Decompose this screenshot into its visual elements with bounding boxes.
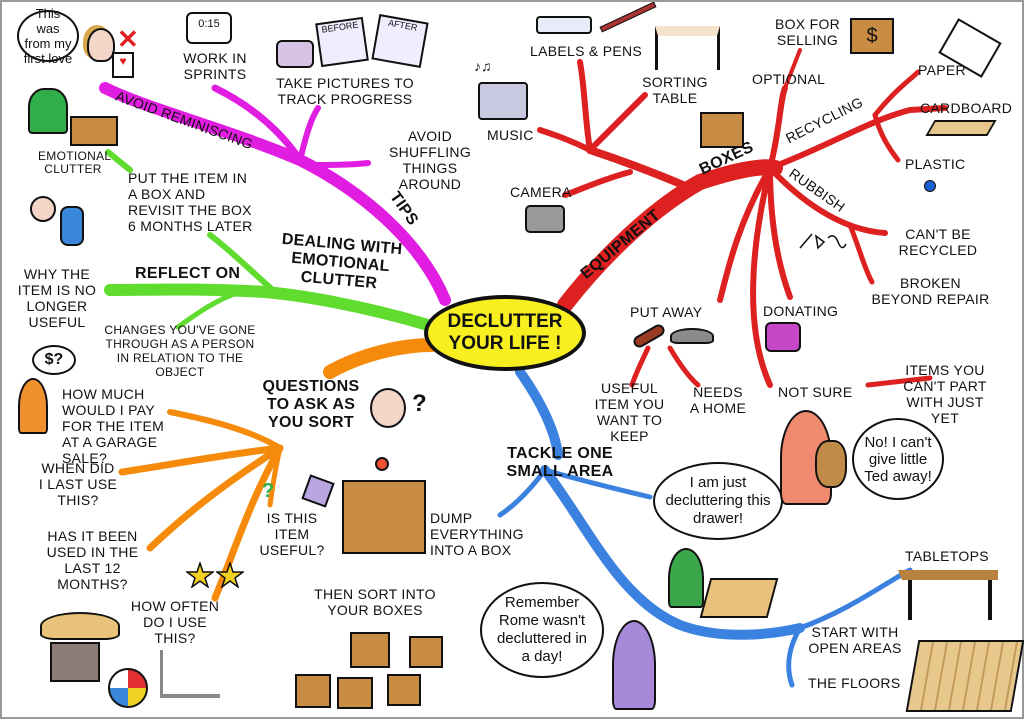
hat-icon <box>670 328 714 344</box>
camera-icon <box>276 40 314 68</box>
child-illustration <box>668 548 704 608</box>
green-question-icon: ? <box>262 480 275 502</box>
tabletop-illustration <box>898 570 998 620</box>
how-much-question: HOW MUCH WOULD I PAY FOR THE ITEM AT A G… <box>62 386 165 466</box>
person-with-box-illustration <box>28 88 68 134</box>
sorting-boxes-illustration <box>295 622 445 712</box>
music-player-icon <box>478 82 528 120</box>
center-line-2: YOUR LIFE ! <box>448 333 562 354</box>
start-open-areas-label: START WITH OPEN AREAS <box>808 624 902 656</box>
how-often-question: HOW OFTEN DO I USE THIS? <box>130 598 220 646</box>
beach-ball-icon <box>108 668 148 708</box>
man-pointing-illustration <box>612 620 656 710</box>
camera-equipment-icon <box>525 205 565 233</box>
sorting-table-label: SORTING TABLE <box>642 74 708 106</box>
camera-label: CAMERA <box>510 184 572 200</box>
optional-label: OPTIONAL <box>752 71 826 87</box>
floor-illustration <box>905 640 1024 712</box>
used-last-12-months-question: HAS IT BEEN USED IN THE LAST 12 MONTHS? <box>46 528 139 592</box>
box-for-selling-label: BOX FOR SELLING <box>774 16 841 48</box>
decluttering-drawer-bubble: I am just decluttering this drawer! <box>653 462 783 540</box>
falling-ball-icon <box>375 457 389 471</box>
cardboard-label: CARDBOARD <box>920 100 1013 116</box>
cant-be-recycled-label: CAN'T BE RECYCLED <box>898 226 978 258</box>
question-mark: ? <box>412 390 427 417</box>
why-no-longer-useful-label: WHY THE ITEM IS NO LONGER USEFUL <box>17 266 97 330</box>
drawer-icon <box>699 578 779 618</box>
tabletops-label: TABLETOPS <box>905 548 989 564</box>
needs-a-home-label: NEEDS A HOME <box>689 384 747 416</box>
emotional-branch <box>104 149 434 331</box>
plastic-icon <box>924 180 936 192</box>
avoid-shuffling-label: AVOID SHUFFLING THINGS AROUND <box>388 128 472 192</box>
cardboard-icon <box>925 120 997 136</box>
scooter-icon <box>160 650 220 698</box>
dump-box-illustration <box>342 480 426 554</box>
take-pictures-label: TAKE PICTURES TO TRACK PROGRESS <box>276 75 414 107</box>
music-label: MUSIC <box>487 127 534 143</box>
the-floors-label: THE FLOORS <box>808 675 901 691</box>
items-cant-part-label: ITEMS YOU CAN'T PART WITH JUST YET <box>903 362 987 426</box>
star-glasses-icon <box>186 562 246 588</box>
dollar-question-bubble: $? <box>32 345 76 375</box>
selling-box-icon: $ <box>850 18 894 54</box>
after-label: AFTER <box>387 17 419 33</box>
broken-beyond-repair-label: BROKEN BEYOND REPAIR <box>871 275 990 307</box>
boots-icon <box>50 642 100 682</box>
work-in-sprints-label: WORK IN SPRINTS <box>183 50 247 82</box>
tips-branch <box>99 82 451 306</box>
teddy-bear-icon <box>815 440 847 488</box>
person-writing-and-doll-illustration <box>30 196 90 252</box>
dollar-sign: $ <box>866 25 878 47</box>
red-x-icon: ✕ <box>117 24 139 54</box>
rome-speech-bubble: Remember Rome wasn't decluttered in a da… <box>480 582 604 678</box>
is-item-useful-question: IS THIS ITEM USEFUL? <box>259 510 325 558</box>
after-photo: AFTER <box>371 14 429 68</box>
tackle-branch-label: TACKLE ONE SMALL AREA <box>506 445 614 480</box>
sweater-icon <box>765 322 801 352</box>
reflect-on-label: REFLECT ON <box>135 265 241 282</box>
labels-icon <box>536 16 592 34</box>
box-icon <box>70 116 118 146</box>
rubbish-scraps-icon <box>799 233 847 250</box>
equipment-branch <box>537 48 948 388</box>
person-thinking-price-illustration <box>18 378 48 434</box>
useful-item-keep-label: USEFUL ITEM YOU WANT TO KEEP <box>594 380 665 444</box>
boxes-icon <box>700 112 744 148</box>
changes-label: CHANGES YOU'VE GONE THROUGH AS A PERSON … <box>104 323 256 379</box>
put-item-in-box-label: PUT THE ITEM IN A BOX AND REVISIT THE BO… <box>128 170 253 234</box>
labels-pens-label: LABELS & PENS <box>530 43 643 59</box>
donating-label: DONATING <box>763 303 839 319</box>
sort-into-boxes-label: THEN SORT INTO YOUR BOXES <box>314 586 436 618</box>
music-notes-icon: ♪♫ <box>474 58 492 74</box>
timer-readout: 0:15 <box>198 18 220 30</box>
put-away-label: PUT AWAY <box>630 304 703 320</box>
teddy-speech-bubble: No! I can't give little Ted away! <box>852 418 944 500</box>
paper-label: PAPER <box>918 62 966 78</box>
center-line-1: DECLUTTER <box>447 311 563 332</box>
love-card-icon: ♥ <box>112 52 134 78</box>
timer-icon: 0:15 <box>186 12 232 44</box>
plastic-label: PLASTIC <box>905 156 966 172</box>
before-label: BEFORE <box>320 19 359 35</box>
when-last-used-question: WHEN DID I LAST USE THIS? <box>38 460 118 508</box>
not-sure-label: NOT SURE <box>778 384 853 400</box>
thinking-face-illustration <box>370 388 406 428</box>
dump-everything-label: DUMP EVERYTHING INTO A BOX <box>430 510 524 558</box>
woman-illustration <box>87 28 115 62</box>
sun-hat-icon <box>40 612 120 640</box>
questions-branch <box>118 338 439 602</box>
questions-branch-label: QUESTIONS TO ASK AS YOU SORT <box>262 378 360 431</box>
sorting-table-icon <box>655 26 720 70</box>
first-love-speech-bubble: This was from my first love <box>17 6 79 66</box>
emotional-clutter-label: EMOTIONAL CLUTTER <box>38 149 112 176</box>
before-photo: BEFORE <box>315 16 369 68</box>
